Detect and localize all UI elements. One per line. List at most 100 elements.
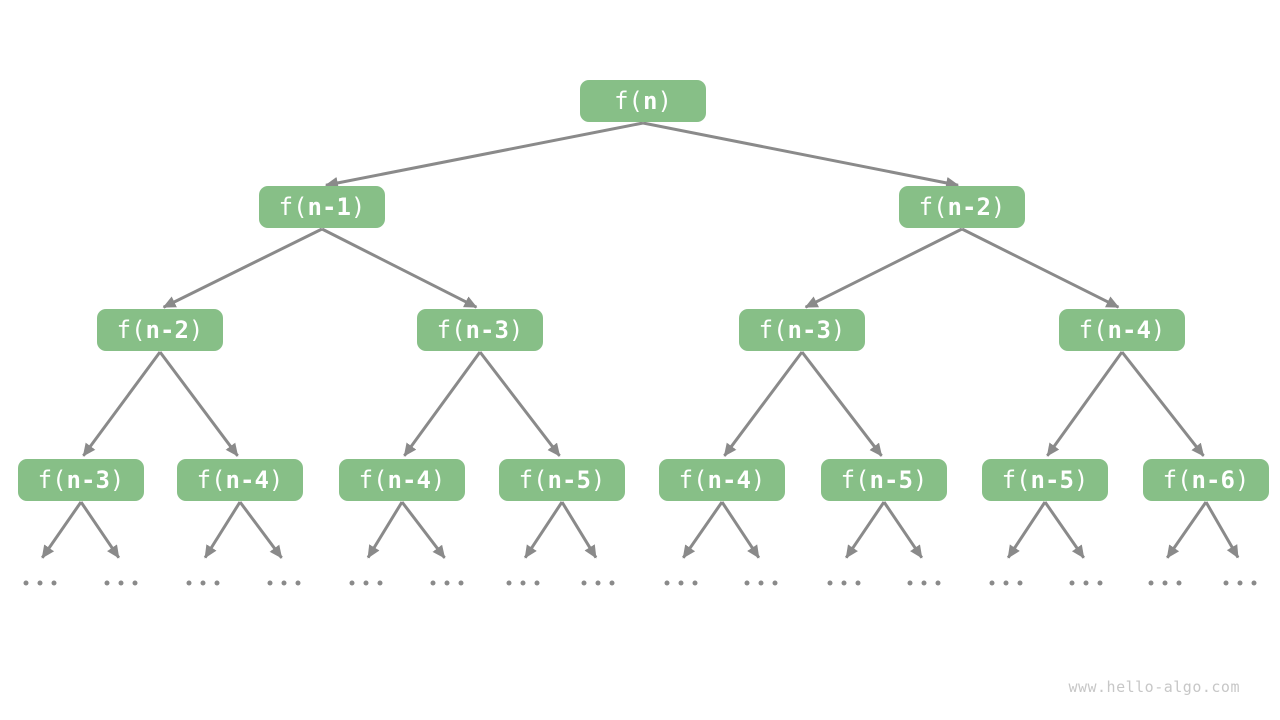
tree-node-n1: f(n-1) xyxy=(259,186,385,228)
tree-edge-n2-n5 xyxy=(804,227,963,309)
node-label-pre: f( xyxy=(116,316,146,344)
node-label-post: ) xyxy=(109,466,125,494)
tree-edge-n7-dots-1 xyxy=(79,501,120,559)
dot xyxy=(458,580,464,586)
tree-node-n10: f(n-5) xyxy=(499,459,625,501)
ellipsis-dots xyxy=(1069,580,1103,586)
ellipsis-dots xyxy=(907,580,941,586)
tree-node-n9: f(n-4) xyxy=(339,459,465,501)
ellipsis-dots xyxy=(744,580,778,586)
dot xyxy=(520,580,526,586)
dot xyxy=(430,580,436,586)
dot xyxy=(377,580,383,586)
node-label-pre: f( xyxy=(1078,316,1108,344)
dot xyxy=(104,580,110,586)
dot xyxy=(772,580,778,586)
node-label-post: ) xyxy=(350,193,366,221)
dot xyxy=(506,580,512,586)
ellipsis-dots xyxy=(1148,580,1182,586)
node-label-pre: f( xyxy=(358,466,388,494)
tree-edge-n9-dots-5 xyxy=(400,501,446,559)
tree-node-n13: f(n-5) xyxy=(982,459,1108,501)
node-label-mid: n-5 xyxy=(547,466,591,494)
tree-edge-n9-dots-4 xyxy=(366,501,404,559)
tree-node-n6: f(n-4) xyxy=(1059,309,1185,351)
node-label-mid: n-2 xyxy=(947,193,991,221)
tree-edge-n2-n6 xyxy=(961,227,1120,309)
dot xyxy=(758,580,764,586)
node-label-post: ) xyxy=(990,193,1006,221)
ellipsis-dots xyxy=(349,580,383,586)
node-label-mid: n-3 xyxy=(787,316,831,344)
dot xyxy=(989,580,995,586)
node-label-post: ) xyxy=(430,466,446,494)
node-label-mid: n-5 xyxy=(1030,466,1074,494)
node-label-mid: n-3 xyxy=(66,466,110,494)
tree-edge-n8-dots-2 xyxy=(203,501,242,559)
dot xyxy=(1223,580,1229,586)
dot xyxy=(281,580,287,586)
dot xyxy=(1162,580,1168,586)
node-label-mid: n-6 xyxy=(1191,466,1235,494)
node-label-pre: f( xyxy=(196,466,226,494)
tree-edge-n0-n2 xyxy=(642,121,960,189)
dot xyxy=(1069,580,1075,586)
tree-node-n11: f(n-4) xyxy=(659,459,785,501)
ellipsis-dots xyxy=(23,580,57,586)
tree-node-n3: f(n-2) xyxy=(97,309,223,351)
tree-edge-n5-n12 xyxy=(800,351,883,457)
dot xyxy=(1176,580,1182,586)
dot xyxy=(744,580,750,586)
dot xyxy=(1083,580,1089,586)
tree-node-n0: f(n) xyxy=(580,80,706,122)
node-label-pre: f( xyxy=(1162,466,1192,494)
dot xyxy=(935,580,941,586)
tree-edge-n4-n9 xyxy=(403,351,482,457)
node-label-mid: n-2 xyxy=(145,316,189,344)
dot xyxy=(118,580,124,586)
node-label-post: ) xyxy=(268,466,284,494)
ellipsis-dots xyxy=(506,580,540,586)
dot xyxy=(664,580,670,586)
node-label-pre: f( xyxy=(678,466,708,494)
ellipsis-dots xyxy=(430,580,464,586)
dot xyxy=(37,580,43,586)
dot xyxy=(1017,580,1023,586)
tree-edge-n13-dots-12 xyxy=(1006,501,1047,559)
node-label-mid: n-5 xyxy=(869,466,913,494)
node-label-pre: f( xyxy=(840,466,870,494)
node-label-mid: n-4 xyxy=(1107,316,1151,344)
node-label-post: ) xyxy=(912,466,928,494)
tree-edge-n0-n1 xyxy=(324,121,644,189)
node-label-pre: f( xyxy=(37,466,67,494)
dot xyxy=(1097,580,1103,586)
tree-node-n2: f(n-2) xyxy=(899,186,1025,228)
ellipsis-dots xyxy=(1223,580,1257,586)
tree-edge-n1-n3 xyxy=(162,227,323,309)
node-label-pre: f( xyxy=(614,87,643,115)
ellipsis-dots xyxy=(267,580,301,586)
dot xyxy=(1237,580,1243,586)
node-label-post: ) xyxy=(508,316,524,344)
node-label-post: ) xyxy=(750,466,766,494)
dot xyxy=(921,580,927,586)
tree-edge-n5-n11 xyxy=(723,351,804,457)
node-label-pre: f( xyxy=(436,316,466,344)
node-label-pre: f( xyxy=(918,193,948,221)
node-label-post: ) xyxy=(188,316,204,344)
node-label-post: ) xyxy=(1150,316,1166,344)
node-label-mid: n-4 xyxy=(225,466,269,494)
ellipsis-dots xyxy=(664,580,698,586)
tree-edge-n10-dots-6 xyxy=(523,501,564,559)
tree-node-n14: f(n-6) xyxy=(1143,459,1269,501)
dot xyxy=(349,580,355,586)
dot xyxy=(841,580,847,586)
node-label-pre: f( xyxy=(278,193,308,221)
dot xyxy=(267,580,273,586)
node-label-mid: n-3 xyxy=(465,316,509,344)
node-label-post: ) xyxy=(1234,466,1250,494)
tree-edge-n7-dots-0 xyxy=(41,501,83,559)
ellipsis-dots xyxy=(186,580,220,586)
tree-node-n7: f(n-3) xyxy=(18,459,144,501)
tree-edge-n14-dots-14 xyxy=(1166,501,1208,559)
